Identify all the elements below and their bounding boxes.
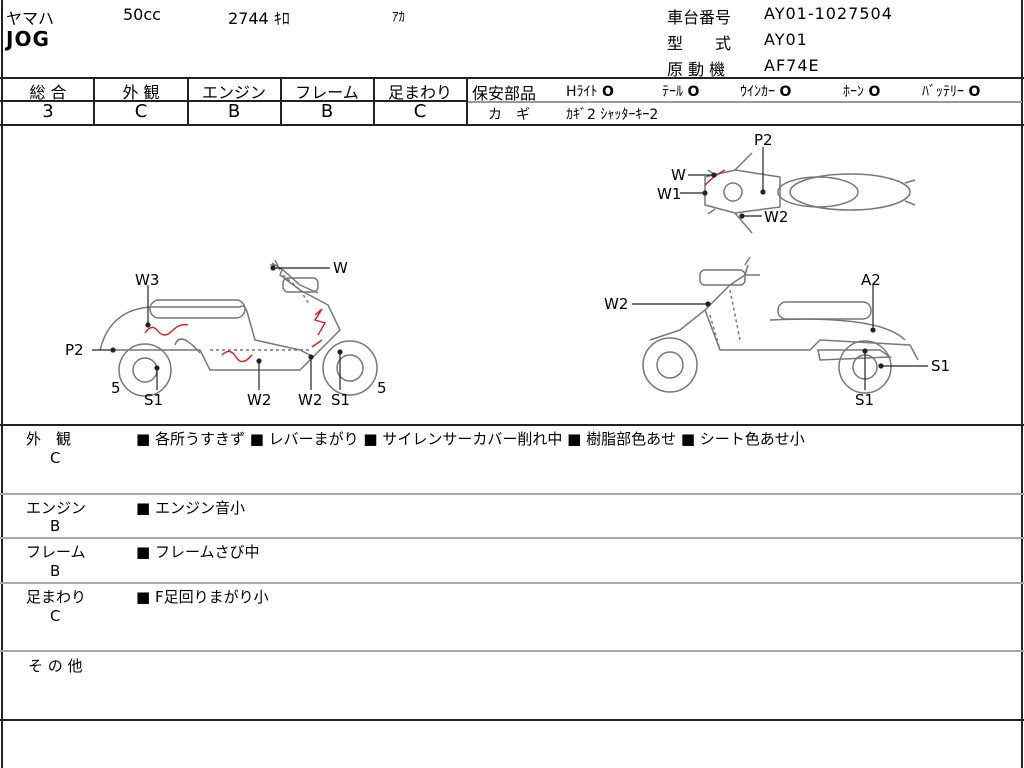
notes-sep-4 (0, 650, 1024, 652)
label-left-5b: 5 (377, 379, 387, 397)
notes-sep-3 (0, 582, 1024, 584)
damage-mark-w3 (144, 323, 189, 336)
part-battery: ﾊﾞｯﾃﾘｰ O (922, 84, 981, 100)
label-right-w2: W2 (604, 295, 628, 313)
grade-col-4 (373, 77, 375, 125)
grade-col-2 (187, 77, 189, 125)
scooter-left-view (99, 259, 378, 397)
maker: ヤマハ (6, 9, 55, 28)
grade-col-5 (466, 77, 468, 125)
grade-header-frame: フレーム (295, 83, 359, 102)
note-engine-text: ■ エンジン音小 (136, 499, 245, 517)
frame-left (1, 0, 3, 768)
note-suspension-text: ■ F足回りまがり小 (136, 588, 269, 606)
key-value: ｶｷﾞ2 ｼｬｯﾀｰｷｰ2 (566, 107, 659, 123)
grade-col-1 (93, 77, 95, 125)
part-headlight: Hﾗｲﾄ O (566, 84, 614, 100)
scooter-top-view (704, 152, 916, 234)
grade-table-bottom (0, 124, 1024, 126)
parts-label: 保安部品 (472, 84, 537, 103)
grade-value-engine: B (227, 101, 241, 122)
displacement: 50cc (123, 5, 161, 24)
label-top-w: W (671, 166, 686, 184)
frame-right (1021, 0, 1023, 768)
label-left-s1b: S1 (331, 391, 350, 409)
part-horn: ﾎｰﾝ O (843, 84, 881, 100)
grade-header-suspension: 足まわり (387, 83, 452, 102)
note-exterior-text: ■ 各所うすきず ■ レバーまがり ■ サイレンサーカバー削れ中 ■ 樹脂部色あ… (136, 430, 805, 448)
note-suspension-title: 足まわり (26, 588, 87, 606)
note-frame-title: フレーム (26, 543, 86, 561)
grade-col-3 (280, 77, 282, 125)
label-left-w2b: W2 (298, 391, 322, 409)
damage-mark-front-low (311, 339, 323, 348)
grade-header-exterior: 外 観 (122, 83, 160, 102)
label-left-w2a: W2 (247, 391, 271, 409)
grade-value-suspension: C (413, 101, 427, 122)
notes-top (0, 424, 1024, 426)
label-top-w1: W1 (657, 185, 681, 203)
type-label: 型 式 (667, 34, 732, 53)
note-frame-grade: B (50, 562, 61, 580)
grade-header-overall: 総 合 (29, 83, 67, 102)
note-frame-text: ■ フレームさび中 (136, 543, 260, 561)
damage-mark-w2 (221, 350, 253, 363)
damage-diagram: P2 W W1 W2 W W3 P2 5 S1 W2 W2 S1 5 A2 W2… (65, 131, 950, 409)
label-right-s1a: S1 (931, 357, 950, 375)
label-left-5a: 5 (111, 379, 121, 397)
label-left-w3: W3 (135, 271, 159, 289)
label-right-s1b: S1 (855, 391, 874, 409)
note-exterior-grade: C (50, 449, 61, 467)
label-right-a2: A2 (861, 271, 881, 289)
note-exterior-title: 外 観 (26, 430, 72, 448)
grade-value-exterior: C (134, 101, 148, 122)
grade-table-top (0, 77, 1024, 79)
frame-no: AY01-1027504 (764, 4, 893, 23)
engine-label: 原 動 機 (667, 60, 726, 79)
color: ｱｶ (392, 10, 405, 25)
parts-mid (467, 101, 1022, 103)
part-winker: ｳｲﾝｶｰ O (740, 84, 792, 100)
label-top-p2: P2 (754, 131, 773, 149)
grade-header-engine: エンジン (201, 83, 266, 102)
grade-table-mid (0, 100, 467, 102)
mileage: 2744 ｷﾛ (228, 9, 290, 28)
frame-no-label: 車台番号 (667, 8, 732, 27)
grade-value-frame: B (320, 101, 334, 122)
label-top-w2: W2 (764, 208, 788, 226)
scooter-right-view (642, 256, 919, 394)
notes-sep-2 (0, 537, 1024, 539)
label-left-p2: P2 (65, 341, 84, 359)
damage-mark-top (704, 169, 726, 186)
note-engine-title: エンジン (26, 499, 87, 517)
label-left-s1a: S1 (144, 391, 163, 409)
label-left-w: W (333, 259, 348, 277)
engine-value: AF74E (764, 56, 820, 75)
grade-value-overall: 3 (42, 101, 54, 122)
note-engine-grade: B (50, 517, 61, 535)
note-suspension-grade: C (50, 607, 61, 625)
notes-bottom (0, 719, 1024, 721)
note-other-title: そ の 他 (28, 657, 83, 675)
part-taillight: ﾃｰﾙ O (662, 84, 700, 100)
model-name: JOG (6, 27, 50, 51)
notes-sep-1 (0, 493, 1024, 495)
key-label: カ ギ (488, 107, 530, 123)
type-value: AY01 (764, 30, 808, 49)
damage-mark-front (313, 308, 327, 336)
